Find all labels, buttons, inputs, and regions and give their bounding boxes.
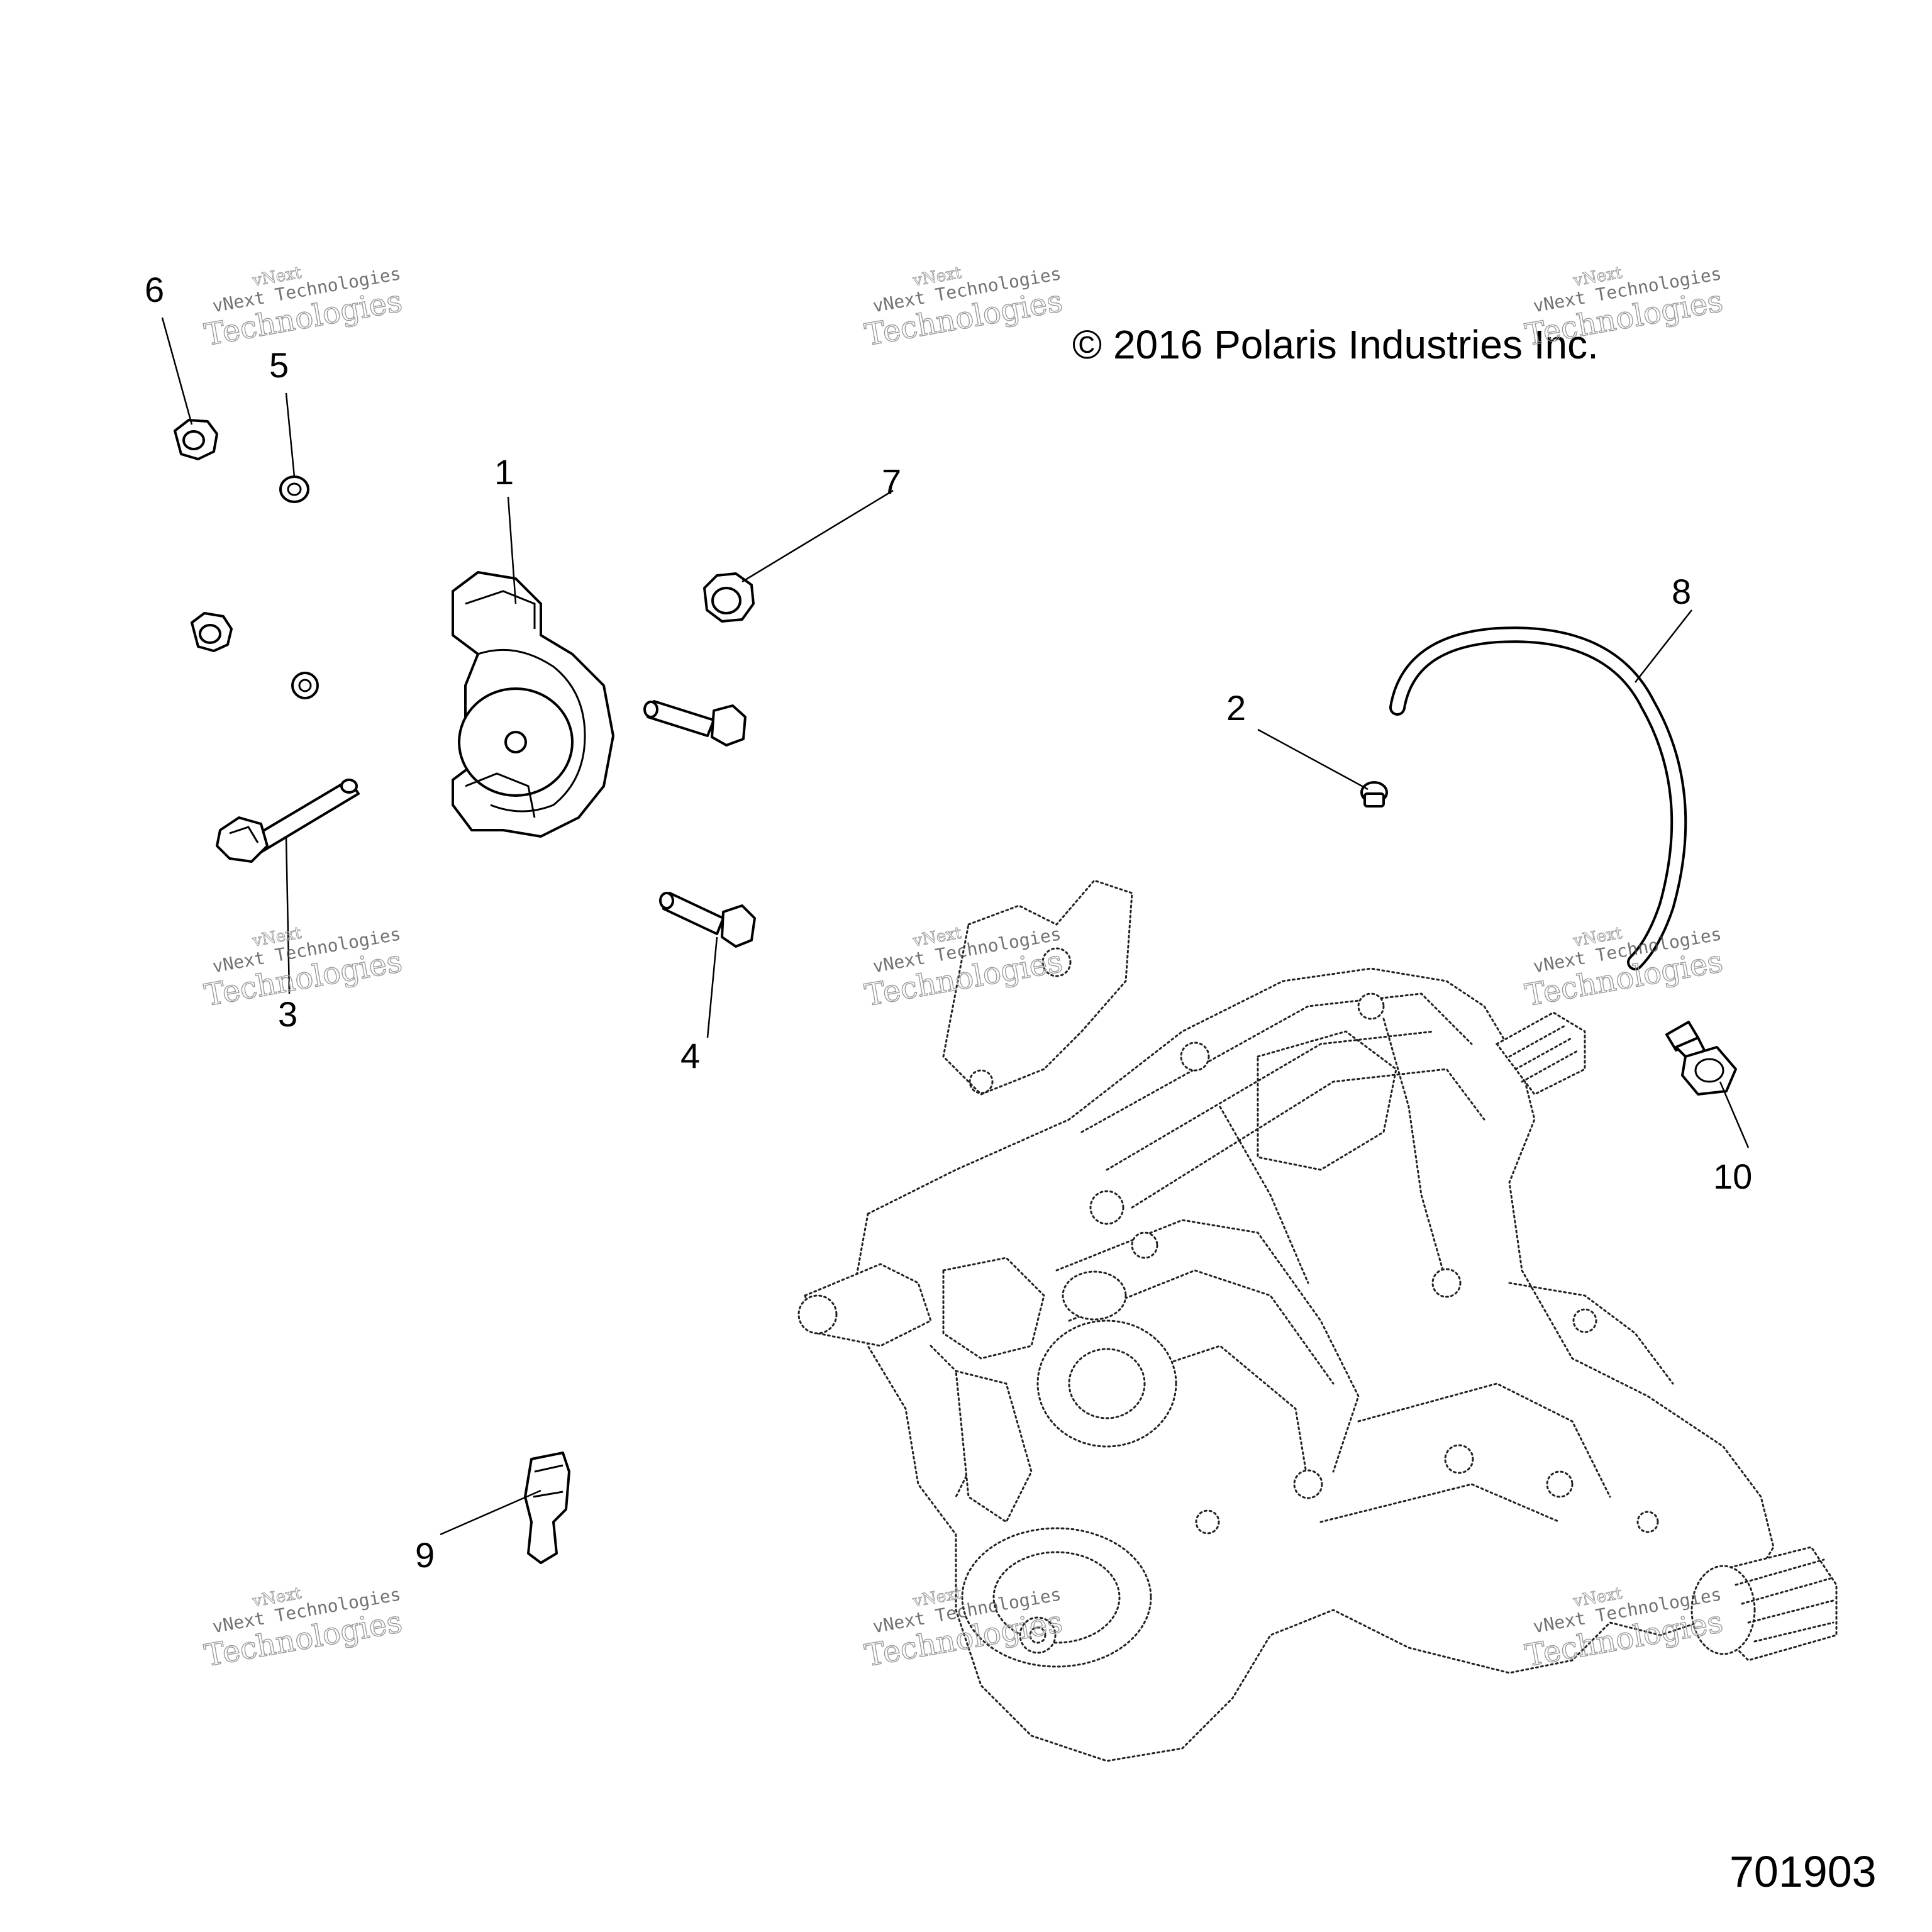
hex-bolt-upper (643, 700, 747, 747)
flange-nut-lower (191, 612, 233, 652)
callout-4: 4 (680, 1036, 700, 1075)
callout-3: 3 (278, 994, 297, 1034)
callouts: 1 2 3 4 5 6 7 8 9 10 (145, 270, 1752, 1575)
part-9-harness-clip (524, 1452, 570, 1564)
part-1-sensor-cover (452, 571, 614, 838)
part-8-hose (1389, 626, 1687, 970)
callout-9: 9 (415, 1535, 435, 1575)
transmission-assembly (797, 879, 1838, 1762)
part-3-flange-bolt (216, 779, 360, 863)
part-2-clamp (1360, 781, 1388, 808)
watermark-top-left: vNext vNext Technologies Technologies (201, 263, 405, 353)
callout-2: 2 (1226, 688, 1246, 728)
part-7-plug (703, 572, 755, 623)
watermark-mid-right: vNext vNext Technologies Technologies (1522, 923, 1726, 1014)
watermark-bottom-left: vNext vNext Technologies Technologies (201, 1584, 405, 1674)
callout-7: 7 (882, 462, 901, 501)
watermark-top-center: vNext vNext Technologies Technologies (862, 263, 1065, 353)
part-10-breather-fitting (1665, 1021, 1737, 1096)
callout-1: 1 (494, 452, 514, 492)
callout-10: 10 (1713, 1157, 1752, 1196)
leader-lines (161, 317, 1750, 1536)
callout-8: 8 (1672, 572, 1691, 611)
part-5-washer (279, 475, 309, 503)
callout-6: 6 (145, 270, 164, 309)
part-6-flange-nut (174, 419, 218, 460)
part-4-hex-bolt (659, 892, 756, 948)
watermark-top-right: vNext vNext Technologies Technologies (1522, 263, 1726, 353)
figure-number: 701903 (1729, 1847, 1877, 1896)
callout-5: 5 (269, 345, 289, 385)
copyright-notice: © 2016 Polaris Industries Inc. (1072, 322, 1599, 367)
washer-lower (291, 672, 319, 699)
watermark-mid-left: vNext vNext Technologies Technologies (201, 923, 405, 1014)
